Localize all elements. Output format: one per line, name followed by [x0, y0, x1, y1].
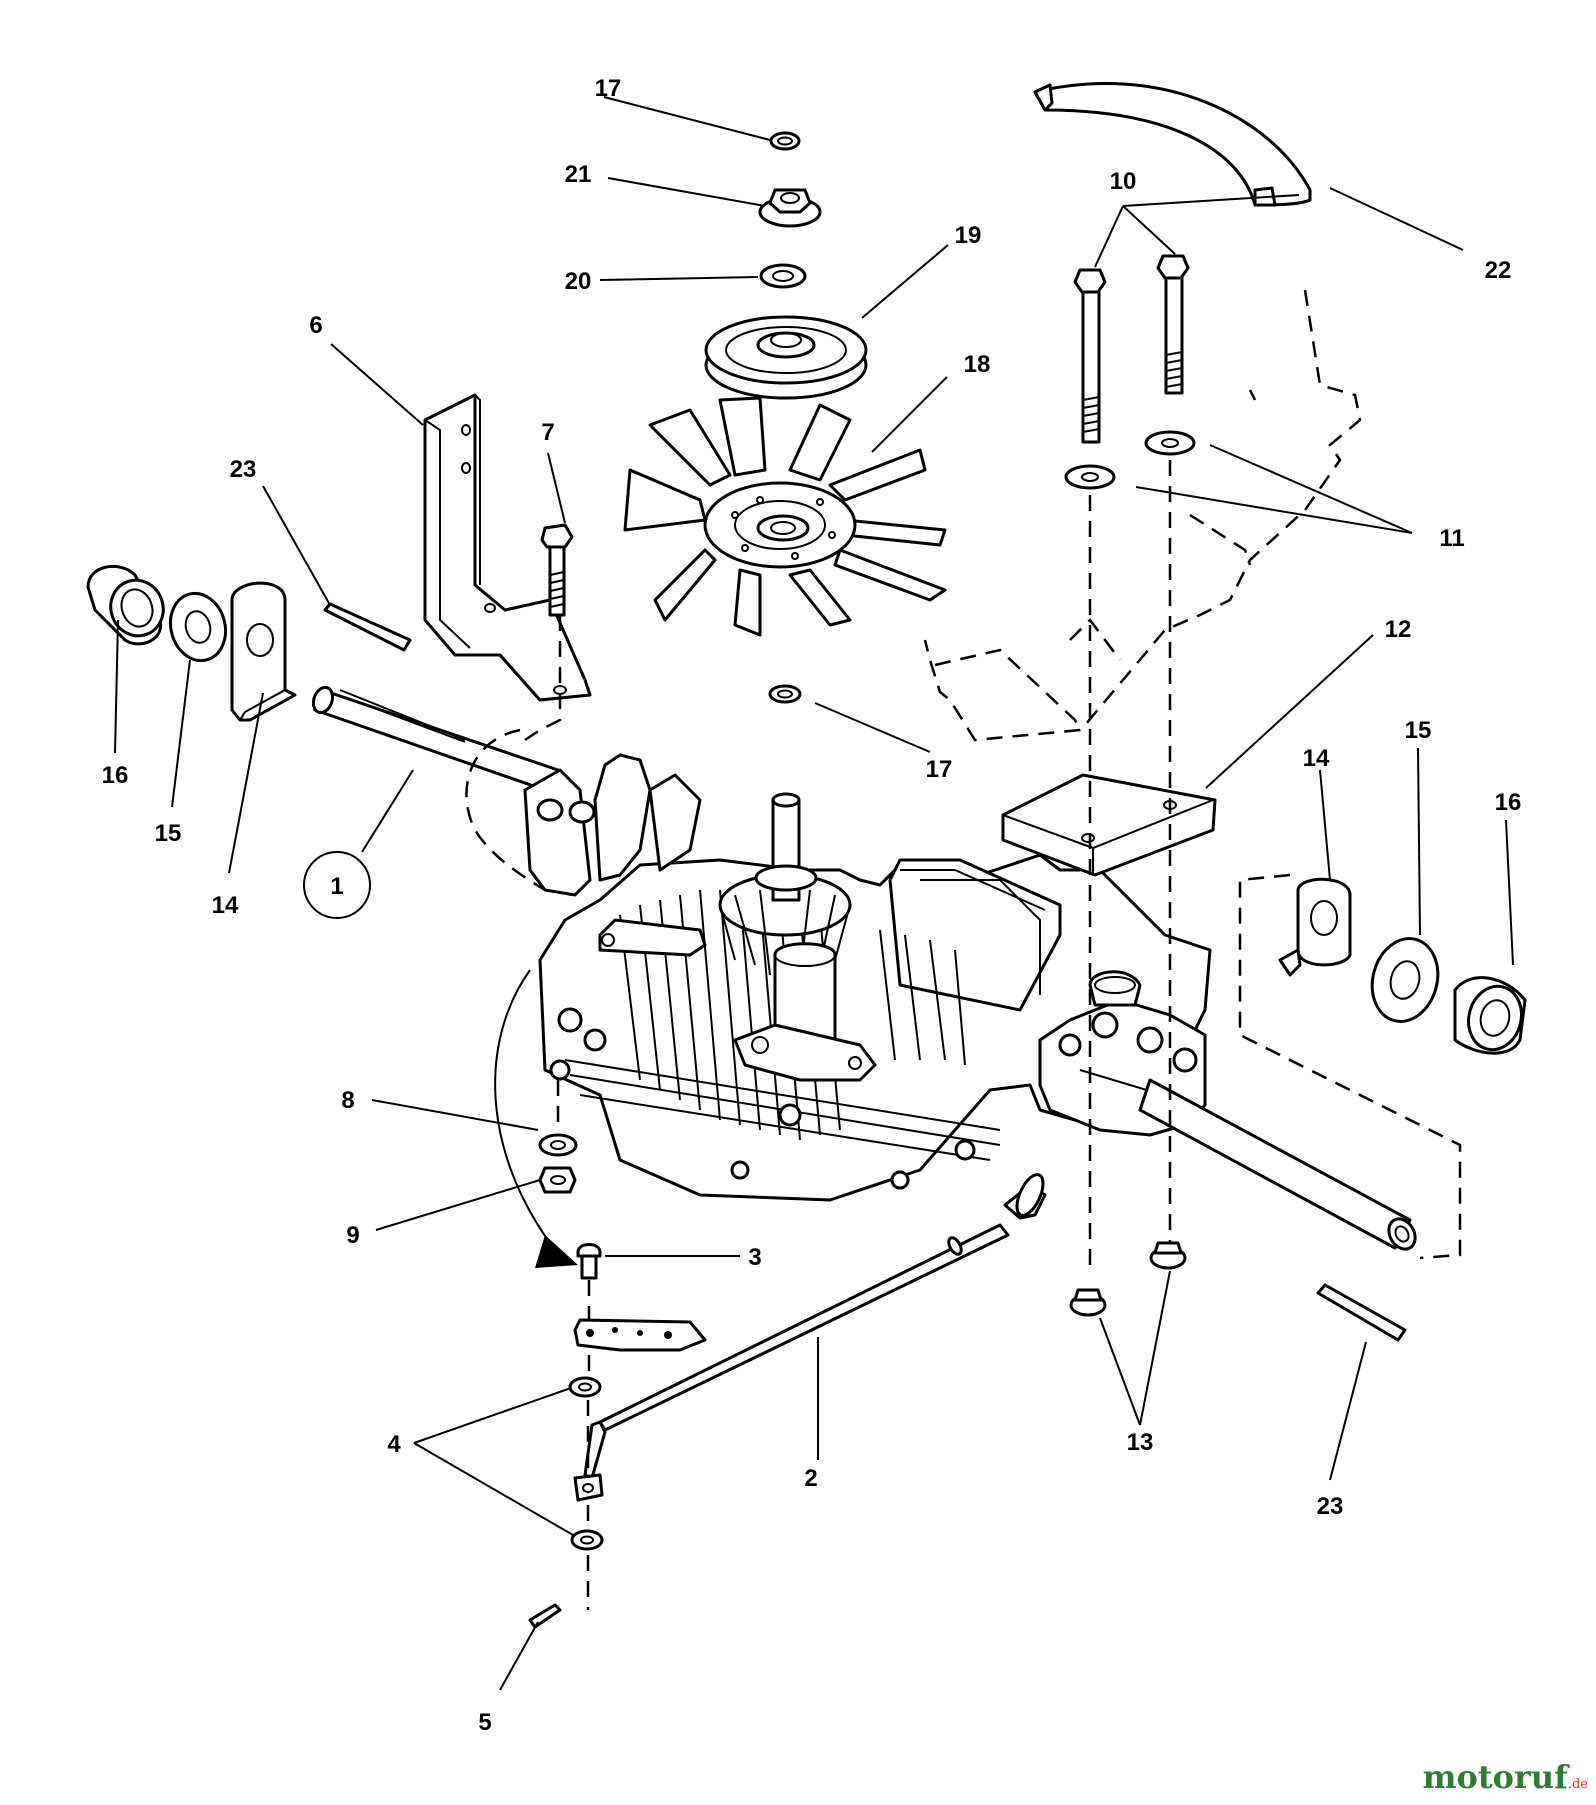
callout-10: 10 [1110, 168, 1137, 195]
spacer-bracket-right [1278, 877, 1352, 977]
mounting-bracket [423, 393, 592, 702]
watermark-brand: motoruf [1422, 1758, 1568, 1796]
callout-13: 13 [1127, 1429, 1154, 1456]
callout-15-right: 15 [1405, 717, 1432, 744]
cotter-pin [528, 1603, 562, 1629]
control-rod [573, 1173, 1047, 1502]
callout-16-left: 16 [102, 762, 129, 789]
callout-16-right: 16 [1495, 789, 1522, 816]
callout-8: 8 [341, 1087, 354, 1114]
flange-nuts-bottom [1069, 1241, 1187, 1317]
bracket-bolt [540, 523, 574, 617]
key-right [1316, 1283, 1407, 1342]
key-left [323, 602, 412, 652]
cooling-fan [623, 396, 947, 637]
watermark-logo: motoruf.de [1423, 1758, 1588, 1796]
callout-19: 19 [955, 222, 982, 249]
flange-nut [758, 188, 822, 228]
watermark-tld: .de [1567, 1777, 1588, 1792]
callout-22: 22 [1485, 257, 1512, 284]
callout-9: 9 [346, 1222, 359, 1249]
callout-1: 1 [330, 873, 343, 900]
callout-15-left: 15 [155, 820, 182, 847]
callout-17-top: 17 [595, 75, 622, 102]
callout-labels: 1 2 3 4 5 6 7 8 9 10 11 12 13 14 14 15 1… [102, 75, 1522, 1736]
mounting-bolts [1073, 254, 1190, 444]
clevis-pin [576, 1243, 602, 1280]
axle-shaft-left [311, 685, 560, 792]
callout-5: 5 [478, 1709, 491, 1736]
leader-lines [114, 96, 1514, 1691]
washer-left [168, 591, 228, 663]
retaining-ring-mid [768, 684, 802, 704]
control-lever-plate [573, 1318, 707, 1352]
frame-outline-dashed [923, 289, 1362, 742]
callout-20: 20 [565, 268, 592, 295]
washer-8 [538, 1133, 578, 1157]
bushing-right [1453, 976, 1527, 1055]
washer-right [1370, 937, 1440, 1023]
washer-top [759, 263, 807, 289]
washer-4b [570, 1529, 604, 1551]
spacer-bracket-left [230, 581, 297, 722]
washer-11b [1144, 430, 1196, 456]
drive-pulley [704, 315, 868, 400]
callout-14-left: 14 [212, 892, 239, 919]
bushing-left [86, 565, 165, 646]
callout-18: 18 [964, 351, 991, 378]
callout-3: 3 [748, 1244, 761, 1271]
callout-4: 4 [387, 1431, 401, 1458]
callout-6: 6 [309, 312, 322, 339]
belt-guard-arc [1033, 82, 1312, 207]
washer-4a [568, 1376, 602, 1398]
washer-11a [1064, 464, 1116, 490]
callout-23-right: 23 [1317, 1493, 1344, 1520]
axle-shaft-right [1138, 1078, 1417, 1251]
callout-7: 7 [541, 419, 554, 446]
retaining-ring-top [769, 131, 801, 151]
callout-17-mid: 17 [926, 756, 953, 783]
callout-21: 21 [565, 161, 592, 188]
callout-11: 11 [1439, 525, 1464, 552]
hex-nut-9 [538, 1166, 577, 1194]
callout-23-left: 23 [230, 456, 257, 483]
callout-12: 12 [1385, 616, 1412, 643]
callout-2: 2 [804, 1465, 817, 1492]
spacer-block [1001, 773, 1217, 877]
callout-14-right: 14 [1303, 745, 1330, 772]
assembly-arrow [494, 969, 556, 1251]
callout-1-circle [303, 851, 371, 919]
